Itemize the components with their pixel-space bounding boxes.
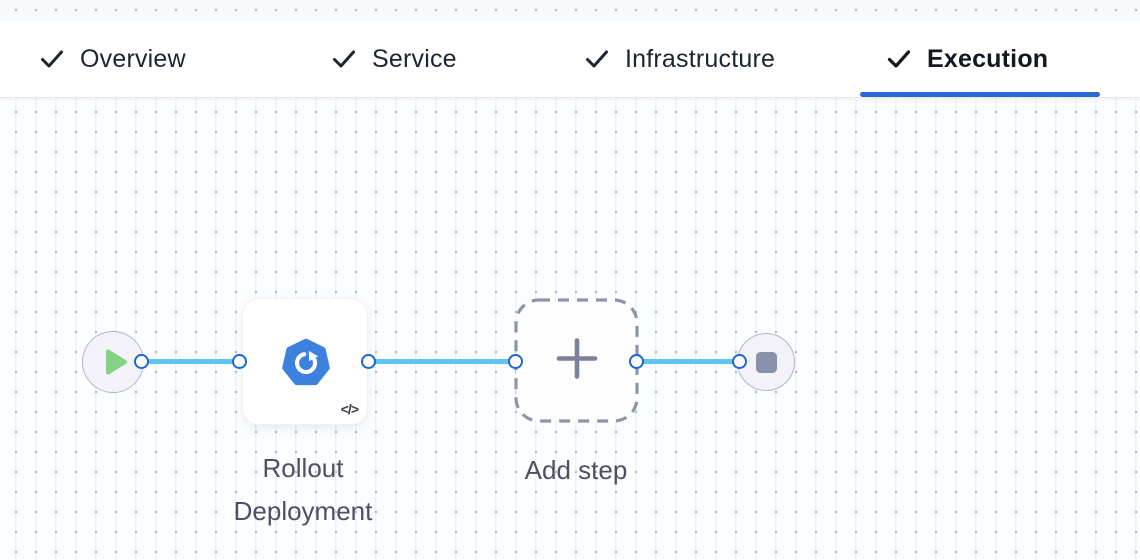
tab-infrastructure[interactable]: Infrastructure [585, 21, 775, 97]
connector-edge [637, 359, 740, 364]
check-icon [887, 49, 911, 69]
tab-label: Infrastructure [625, 44, 776, 73]
tab-service[interactable]: Service [332, 21, 457, 97]
connector-edge [142, 359, 240, 364]
step-node-rollout-deployment[interactable]: </> [242, 298, 368, 425]
connector-edge [369, 359, 516, 364]
connector-port[interactable] [232, 354, 247, 369]
top-canvas-strip [0, 0, 1140, 21]
stop-icon [755, 351, 777, 373]
stage-tabbar: Overview Service Infrastructure Executio… [0, 21, 1140, 98]
plus-icon [556, 337, 598, 384]
connector-port[interactable] [361, 354, 376, 369]
yaml-code-icon[interactable]: </> [340, 401, 359, 417]
check-icon [40, 49, 64, 69]
tab-label: Overview [80, 44, 186, 73]
connector-port[interactable] [134, 354, 149, 369]
check-icon [332, 49, 356, 69]
rollout-deployment-icon [279, 336, 333, 395]
tab-label: Service [372, 44, 457, 73]
pipeline-start-node[interactable] [82, 331, 144, 393]
active-tab-underline [860, 92, 1100, 97]
tab-overview[interactable]: Overview [40, 21, 186, 97]
add-step-label: Add step [524, 455, 628, 485]
tab-label: Execution [927, 44, 1049, 73]
check-icon [585, 49, 609, 69]
add-step-node[interactable] [514, 298, 639, 423]
tab-execution[interactable]: Execution [887, 21, 1048, 97]
play-icon [102, 348, 128, 376]
connector-port[interactable] [732, 354, 747, 369]
connector-port[interactable] [508, 354, 523, 369]
step-label: Rollout Deployment [233, 453, 373, 526]
connector-port[interactable] [629, 354, 644, 369]
pipeline-canvas[interactable]: </> Rollout Deployment Add st [0, 98, 1140, 560]
